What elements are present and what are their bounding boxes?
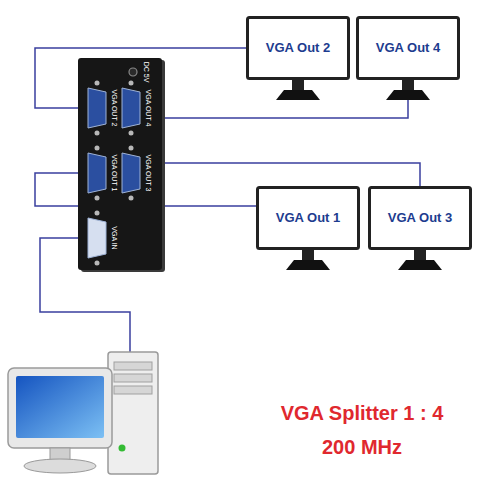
monitor-outline bbox=[356, 16, 460, 100]
screen-text: VGA Out 4 bbox=[361, 21, 455, 75]
monitor-outline bbox=[368, 186, 472, 270]
monitor-label: VGA Out 4 bbox=[376, 41, 441, 56]
port-label: VGA IN bbox=[111, 226, 118, 249]
drive-bay bbox=[114, 374, 152, 382]
drive-bay bbox=[114, 386, 152, 394]
monitor-outline bbox=[246, 16, 350, 100]
monitor-label: VGA Out 2 bbox=[266, 41, 331, 56]
screen-text: VGA Out 2 bbox=[251, 21, 345, 75]
port-label: VGA OUT 2 bbox=[111, 90, 118, 127]
monitor-node: VGA Out 4 bbox=[356, 16, 460, 100]
port-label: VGA OUT 4 bbox=[145, 90, 152, 127]
screen-text: VGA Out 3 bbox=[373, 191, 467, 245]
drive-bay bbox=[114, 362, 152, 370]
screen-text: VGA Out 1 bbox=[261, 191, 355, 245]
spec-label: 200 MHz bbox=[322, 436, 402, 458]
monitor-node: VGA Out 2 bbox=[246, 16, 350, 100]
pc-monitor bbox=[8, 368, 112, 448]
port-label: VGA OUT 3 bbox=[145, 155, 152, 192]
power-led bbox=[119, 445, 126, 452]
port-label: VGA OUT 1 bbox=[111, 155, 118, 192]
splitter-box: DC 5V VGA OUT 2 VGA OUT 4 VGA OUT 1 VGA OUT … bbox=[78, 58, 162, 270]
pc-monitor-neck bbox=[50, 448, 70, 460]
port-label: DC 5V bbox=[143, 62, 150, 83]
pc-tower bbox=[108, 352, 158, 474]
monitor-node: VGA Out 1 bbox=[256, 186, 360, 270]
spec-label: VGA Splitter 1 : 4 bbox=[281, 402, 444, 424]
monitor-label: VGA Out 3 bbox=[388, 211, 453, 226]
monitor-outline bbox=[256, 186, 360, 270]
pc-screen bbox=[16, 376, 104, 438]
monitor-label: VGA Out 1 bbox=[276, 211, 341, 226]
vga-cable bbox=[162, 163, 420, 186]
vga-cable bbox=[162, 100, 408, 118]
pc-monitor-base bbox=[24, 459, 96, 473]
monitor-node: VGA Out 3 bbox=[368, 186, 472, 270]
